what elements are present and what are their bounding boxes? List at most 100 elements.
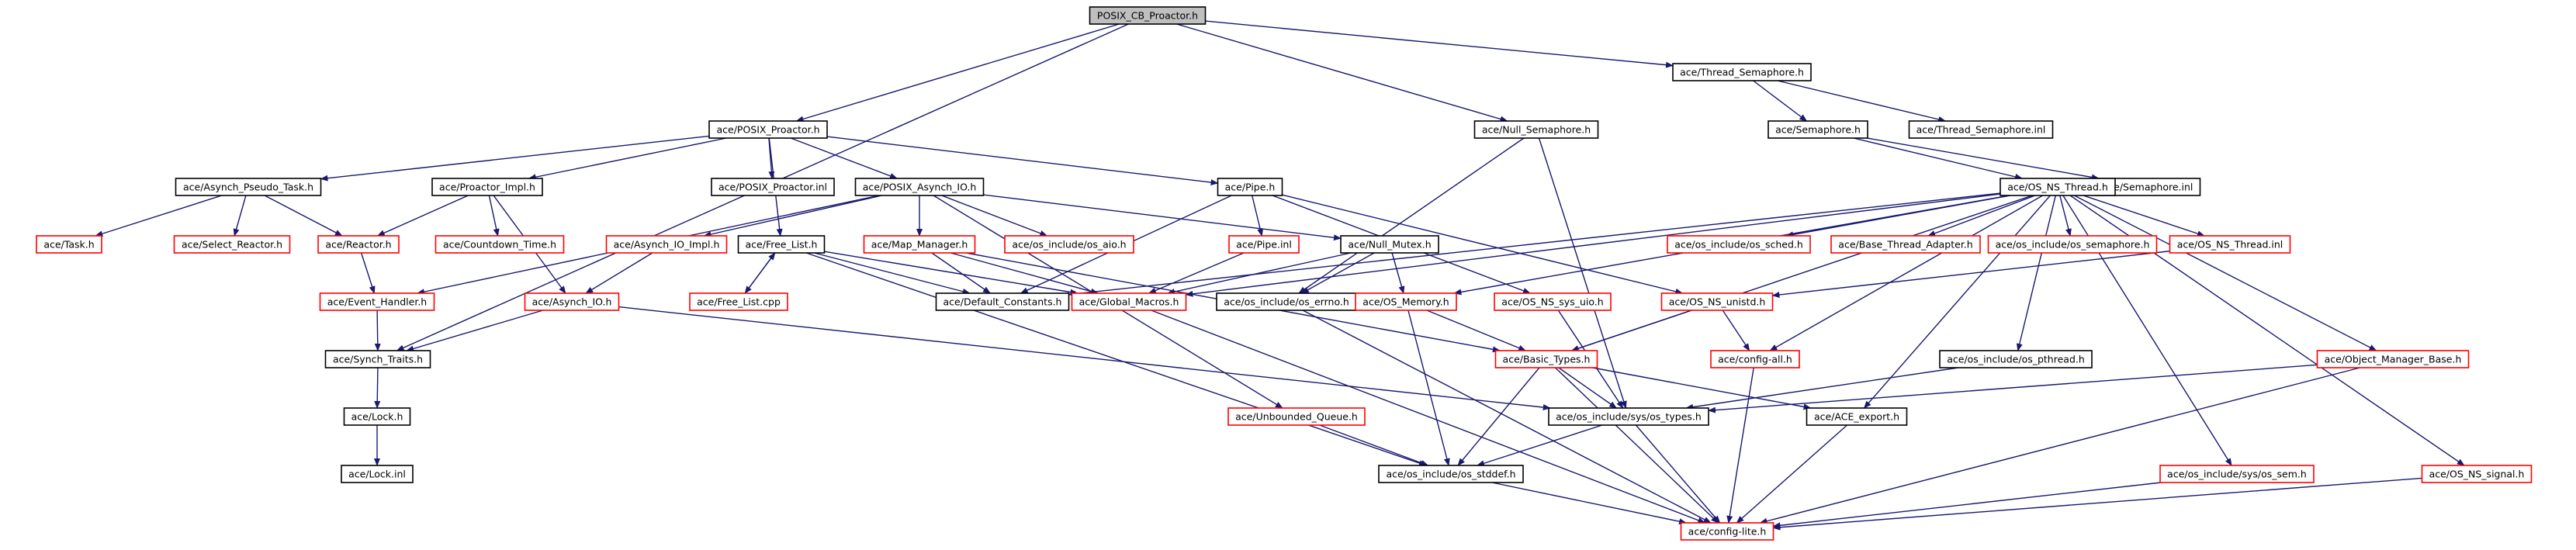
node-posix-proactor-inl[interactable]: ace/POSIX_Proactor.inl [711, 178, 835, 196]
node-posix-proactor-h[interactable]: ace/POSIX_Proactor.h [708, 120, 828, 139]
node-label: ace/Semaphore.h [1775, 124, 1861, 136]
node-label: ace/OS_NS_unistd.h [1669, 296, 1766, 308]
node-countdown-time-h[interactable]: ace/Countdown_Time.h [435, 235, 565, 254]
node-label: ace/Thread_Semaphore.h [1680, 67, 1804, 78]
node-global-macros-h[interactable]: ace/Global_Macros.h [1071, 292, 1187, 311]
edge-os_ns_thread_h-to-os_semaphore_h [2059, 195, 2072, 237]
node-task-h[interactable]: ace/Task.h [36, 235, 102, 254]
node-lock-inl[interactable]: ace/Lock.inl [341, 465, 414, 483]
node-pipe-h[interactable]: ace/Pipe.h [1217, 178, 1283, 196]
node-box [1680, 522, 1774, 541]
node-semaphore-inl[interactable]: ace/Semaphore.inl [2094, 178, 2201, 196]
edge-os_errno_h-to-config_lite_h [1302, 310, 1712, 524]
node-os-errno-h[interactable]: ace/os_include/os_errno.h [1216, 292, 1357, 311]
edge-object_manager_base_h-to-config_lite_h [1759, 367, 2360, 524]
node-root[interactable]: POSIX_CB_Proactor.h [1089, 6, 1207, 25]
node-config-all-h[interactable]: ace/config-all.h [1710, 350, 1800, 368]
node-label: ace/config-all.h [1718, 354, 1792, 365]
node-default-constants-h[interactable]: ace/Default_Constants.h [935, 292, 1070, 311]
node-os-stddef-h[interactable]: ace/os_include/os_stddef.h [1378, 465, 1524, 483]
node-box [324, 350, 431, 368]
node-box [708, 120, 828, 139]
node-free-list-h[interactable]: ace/Free_List.h [737, 235, 826, 254]
node-box [1660, 292, 1774, 311]
node-label: ace/POSIX_Proactor.inl [718, 182, 827, 193]
node-os-ns-sys-uio-h[interactable]: ace/OS_NS_sys_uio.h [1494, 292, 1612, 311]
node-sys-os-types-h[interactable]: ace/os_include/sys/os_types.h [1548, 407, 1709, 426]
node-box [1228, 235, 1300, 254]
node-os-sched-h[interactable]: ace/os_include/os_sched.h [1667, 235, 1811, 254]
node-box [343, 407, 411, 426]
edge-map_manager_h-to-default_constants_h [931, 252, 991, 294]
node-thread-semaphore-inl[interactable]: ace/Thread_Semaphore.inl [1908, 120, 2054, 139]
node-os-ns-unistd-h[interactable]: ace/OS_NS_unistd.h [1660, 292, 1774, 311]
node-os-aio-h[interactable]: ace/os_include/os_aio.h [1004, 235, 1134, 254]
edge-pipe_inl-to-global_macros_h [1148, 252, 1245, 294]
node-os-semaphore-h[interactable]: ace/os_include/os_semaphore.h [1987, 235, 2158, 254]
edge-os_ns_thread_h-to-global_macros_h [1185, 193, 2001, 297]
node-asynch-pseudo-task-h[interactable]: ace/Asynch_Pseudo_Task.h [175, 178, 322, 196]
node-pipe-inl[interactable]: ace/Pipe.inl [1228, 235, 1300, 254]
node-box [1667, 235, 1811, 254]
node-label: ace/os_include/os_stddef.h [1386, 469, 1515, 480]
edge-free_list_h-to-default_constants_h [814, 252, 971, 295]
node-box [319, 292, 435, 311]
edge-thread_semaphore_h-to-semaphore_h [1753, 80, 1808, 122]
node-thread-semaphore-h[interactable]: ace/Thread_Semaphore.h [1672, 63, 1812, 81]
node-os-ns-signal-h[interactable]: ace/OS_NS_signal.h [2421, 465, 2533, 483]
edge-asynch_io_h-to-synch_traits_h [406, 310, 543, 352]
node-synch-traits-h[interactable]: ace/Synch_Traits.h [324, 350, 431, 368]
node-label: ace/Global_Macros.h [1079, 296, 1179, 308]
node-label: ace/Thread_Semaphore.inl [1916, 124, 2046, 136]
node-label: ace/Select_Reactor.h [182, 239, 282, 251]
node-box [1089, 6, 1207, 25]
edge-posix_asynch_io_h-to-null_mutex_h [983, 194, 1342, 241]
edge-asynch_pseudo_task_h-to-task_h [95, 195, 222, 237]
node-lock-h[interactable]: ace/Lock.h [343, 407, 411, 426]
node-object-manager-base-h[interactable]: ace/Object_Manager_Base.h [2316, 350, 2470, 368]
node-label: ace/Unbounded_Queue.h [1235, 411, 1358, 423]
edge-proactor_impl_h-to-reactor_h [376, 195, 469, 237]
node-box [1355, 292, 1457, 311]
node-box [1908, 120, 2054, 139]
edge-semaphore_h-to-semaphore_inl [1867, 137, 2100, 181]
node-null-mutex-h[interactable]: ace/Null_Mutex.h [1340, 235, 1439, 254]
edge-layer [95, 20, 2465, 531]
node-os-ns-thread-h[interactable]: ace/OS_NS_Thread.h [2000, 178, 2116, 196]
node-ace-export-h[interactable]: ace/ACE_export.h [1806, 407, 1908, 426]
node-os-pthread-h[interactable]: ace/os_include/os_pthread.h [1939, 350, 2093, 368]
edge-asynch_io_h-to-sys_os_types_h [618, 306, 1551, 411]
node-proactor-impl-h[interactable]: ace/Proactor_Impl.h [431, 178, 543, 196]
node-label: ace/os_include/os_errno.h [1224, 296, 1349, 308]
node-base-thread-adapter-h[interactable]: ace/Base_Thread_Adapter.h [1830, 235, 1981, 254]
node-box [935, 292, 1070, 311]
node-asynch-io-impl-h[interactable]: ace/Asynch_IO_Impl.h [605, 235, 728, 254]
node-box [1806, 407, 1908, 426]
node-unbounded-queue-h[interactable]: ace/Unbounded_Queue.h [1227, 407, 1366, 426]
node-null-semaphore-h[interactable]: ace/Null_Semaphore.h [1473, 120, 1599, 139]
node-semaphore-h[interactable]: ace/Semaphore.h [1768, 120, 1868, 139]
node-posix-asynch-io-h[interactable]: ace/POSIX_Asynch_IO.h [854, 178, 985, 196]
node-os-ns-thread-inl[interactable]: ace/OS_NS_Thread.inl [2169, 235, 2291, 254]
node-reactor-h[interactable]: ace/Reactor.h [317, 235, 400, 254]
edge-null_semaphore_h-to-sys_os_types_h [1538, 137, 1627, 409]
node-box [173, 235, 291, 254]
node-basic-types-h[interactable]: ace/Basic_Types.h [1494, 350, 1598, 368]
node-label: ace/Pipe.h [1225, 182, 1276, 193]
node-config-lite-h[interactable]: ace/config-lite.h [1680, 522, 1774, 541]
edge-os_pthread_h-to-sys_os_types_h [1685, 367, 1958, 410]
node-box [1494, 350, 1598, 368]
node-layer: POSIX_CB_Proactor.h ace/Thread_Semaphore.… [36, 6, 2533, 541]
node-event-handler-h[interactable]: ace/Event_Handler.h [319, 292, 435, 311]
node-map-manager-h[interactable]: ace/Map_Manager.h [863, 235, 976, 254]
node-os-memory-h[interactable]: ace/OS_Memory.h [1355, 292, 1457, 311]
edge-basic_types_h-to-ace_export_h [1592, 367, 1812, 410]
node-select-reactor-h[interactable]: ace/Select_Reactor.h [173, 235, 291, 254]
node-box [1548, 407, 1709, 426]
node-free-list-cpp[interactable]: ace/Free_List.cpp [689, 292, 788, 311]
node-asynch-io-h[interactable]: ace/Asynch_IO.h [524, 292, 620, 311]
node-label: ace/OS_NS_signal.h [2429, 469, 2525, 480]
node-sys-os-sem-h[interactable]: ace/os_include/sys/os_sem.h [2159, 465, 2315, 483]
node-box [737, 235, 826, 254]
